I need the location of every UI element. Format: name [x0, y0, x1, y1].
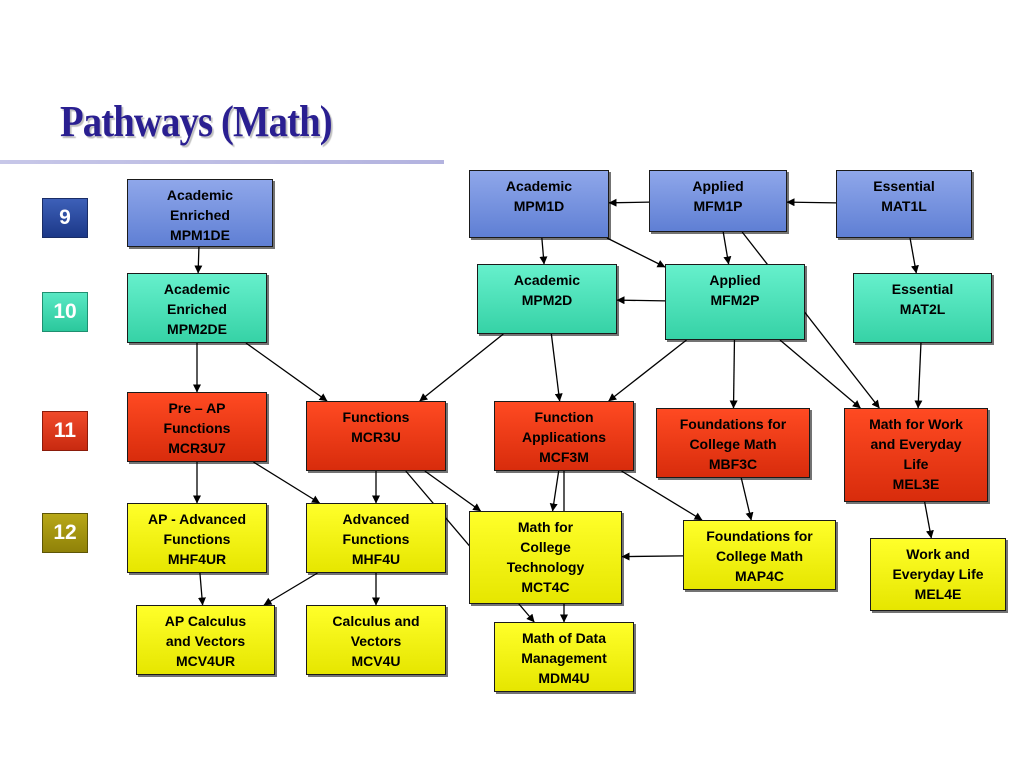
arrow-mfm2p-to-mpm2d [616, 296, 666, 305]
arrow-mpm1d-to-mpm2d [539, 237, 548, 265]
course-mel4e[interactable]: Work and Everyday Life MEL4E [870, 538, 1006, 611]
course-mpm2d[interactable]: Academic MPM2D [477, 264, 617, 334]
course-mat2l[interactable]: Essential MAT2L [853, 273, 992, 343]
course-mcr3u[interactable]: Functions MCR3U [306, 401, 446, 471]
grade-10-label: 10 [42, 292, 88, 332]
arrow-mcr3u7-to-mhf4u [253, 461, 320, 504]
arrow-mel3e-to-mel4e [924, 501, 934, 539]
arrow-mfm2p-to-mcf3m [608, 339, 687, 402]
course-mel3e[interactable]: Math for Work and Everyday Life MEL3E [844, 408, 988, 502]
course-mat1l[interactable]: Essential MAT1L [836, 170, 972, 238]
grade-11-label: 11 [42, 411, 88, 451]
course-mpm2de[interactable]: Academic Enriched MPM2DE [127, 273, 267, 343]
arrow-mpm1de-to-mpm2de [194, 246, 203, 274]
course-mfm1p[interactable]: Applied MFM1P [649, 170, 787, 232]
arrow-mpm1d-to-mfm2p [606, 237, 666, 268]
arrow-mpm2d-to-mcr3u [419, 333, 504, 402]
arrow-mfm1p-to-mpm1d [608, 198, 650, 207]
arrow-mhf4ur-to-mcv4ur [197, 572, 206, 606]
course-mpm1de[interactable]: Academic Enriched MPM1DE [127, 179, 273, 247]
arrow-mfm2p-to-mbf3c [729, 339, 738, 409]
arrow-mbf3c-to-map4c [740, 477, 754, 521]
page-title: Pathways (Math) [60, 97, 333, 146]
course-mcv4ur[interactable]: AP Calculus and Vectors MCV4UR [136, 605, 275, 675]
course-mcf3m[interactable]: Function Applications MCF3M [494, 401, 634, 471]
course-mcr3u7[interactable]: Pre – AP Functions MCR3U7 [127, 392, 267, 462]
arrow-mcf3m-to-mct4c [549, 470, 560, 512]
arrow-mhf4u-to-mcv4ur [263, 572, 318, 606]
arrow-mpm2d-to-mcf3m [550, 333, 563, 402]
course-mct4c[interactable]: Math for College Technology MCT4C [469, 511, 622, 604]
course-mcv4u[interactable]: Calculus and Vectors MCV4U [306, 605, 446, 675]
arrow-mfm1p-to-mel3e [741, 231, 880, 409]
course-mfm2p[interactable]: Applied MFM2P [665, 264, 805, 340]
arrow-mat1l-to-mat2l [909, 237, 919, 274]
arrow-mcf3m-to-map4c [621, 470, 703, 521]
arrow-mat1l-to-mfm1p [786, 198, 837, 207]
course-mhf4u[interactable]: Advanced Functions MHF4U [306, 503, 446, 573]
grade-12-label: 12 [42, 513, 88, 553]
arrow-mat2l-to-mel3e [914, 342, 923, 409]
course-mhf4ur[interactable]: AP - Advanced Functions MHF4UR [127, 503, 267, 573]
arrow-mfm2p-to-mel3e [779, 339, 861, 409]
course-mpm1d[interactable]: Academic MPM1D [469, 170, 609, 238]
arrow-mfm1p-to-mfm2p [722, 231, 732, 265]
arrow-mcr3u-to-mct4c [424, 470, 482, 512]
course-mdm4u[interactable]: Math of Data Management MDM4U [494, 622, 634, 692]
course-mbf3c[interactable]: Foundations for College Math MBF3C [656, 408, 810, 478]
grade-9-label: 9 [42, 198, 88, 238]
title-underline [0, 160, 444, 164]
arrow-map4c-to-mct4c [621, 552, 684, 561]
arrow-mpm2de-to-mcr3u [245, 342, 328, 402]
course-map4c[interactable]: Foundations for College Math MAP4C [683, 520, 836, 590]
